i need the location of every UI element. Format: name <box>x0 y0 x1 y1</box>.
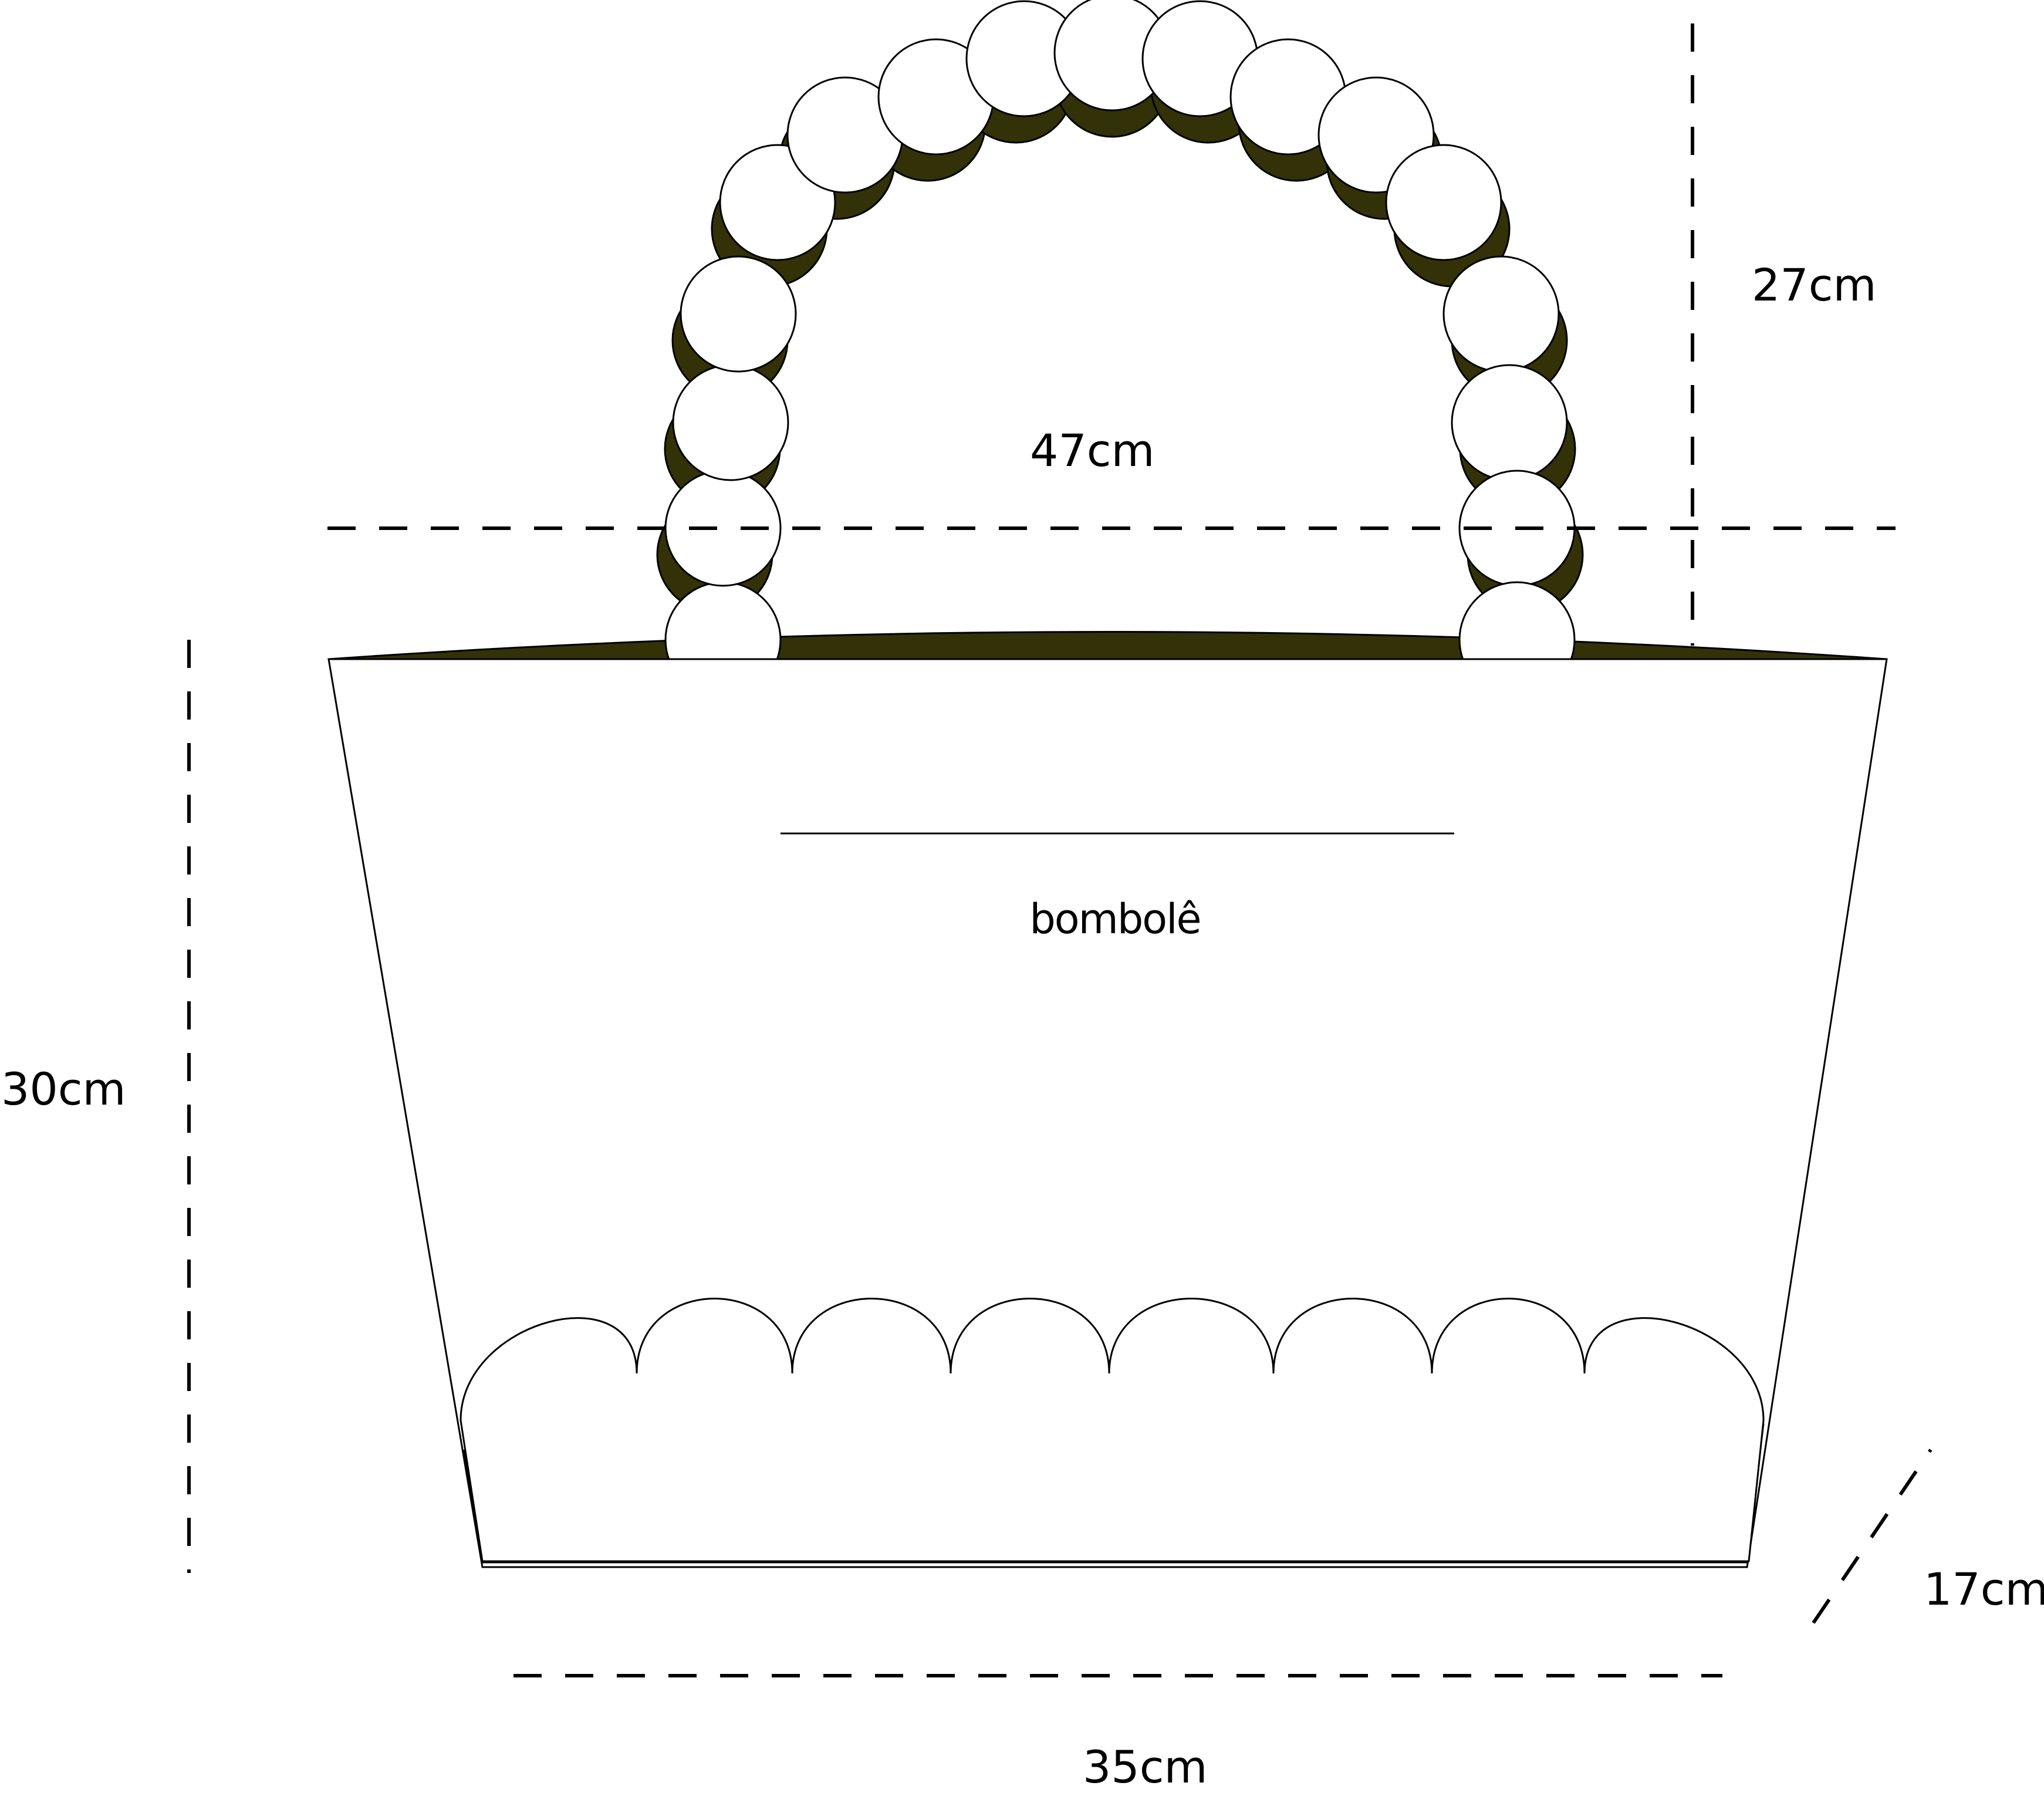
handle-bead <box>1451 364 1568 481</box>
handle-length-label: 47cm <box>1030 424 1155 477</box>
brand-logo: bombolê <box>1029 895 1200 943</box>
handle-bead <box>672 364 789 481</box>
bag-inner-rim <box>328 631 1887 660</box>
bag-depth-label: 17cm <box>1924 1563 2044 1615</box>
handle-bead <box>680 255 797 373</box>
scalloped-pocket <box>460 1298 1765 1562</box>
bag-height-label: 30cm <box>1 1063 126 1115</box>
handle-bead <box>1385 144 1502 261</box>
guide-bag-depth <box>1812 1449 1932 1624</box>
handle-bead <box>1442 255 1560 373</box>
bag-width-label: 35cm <box>1083 1741 1208 1793</box>
handle-height-label: 27cm <box>1752 259 1877 311</box>
